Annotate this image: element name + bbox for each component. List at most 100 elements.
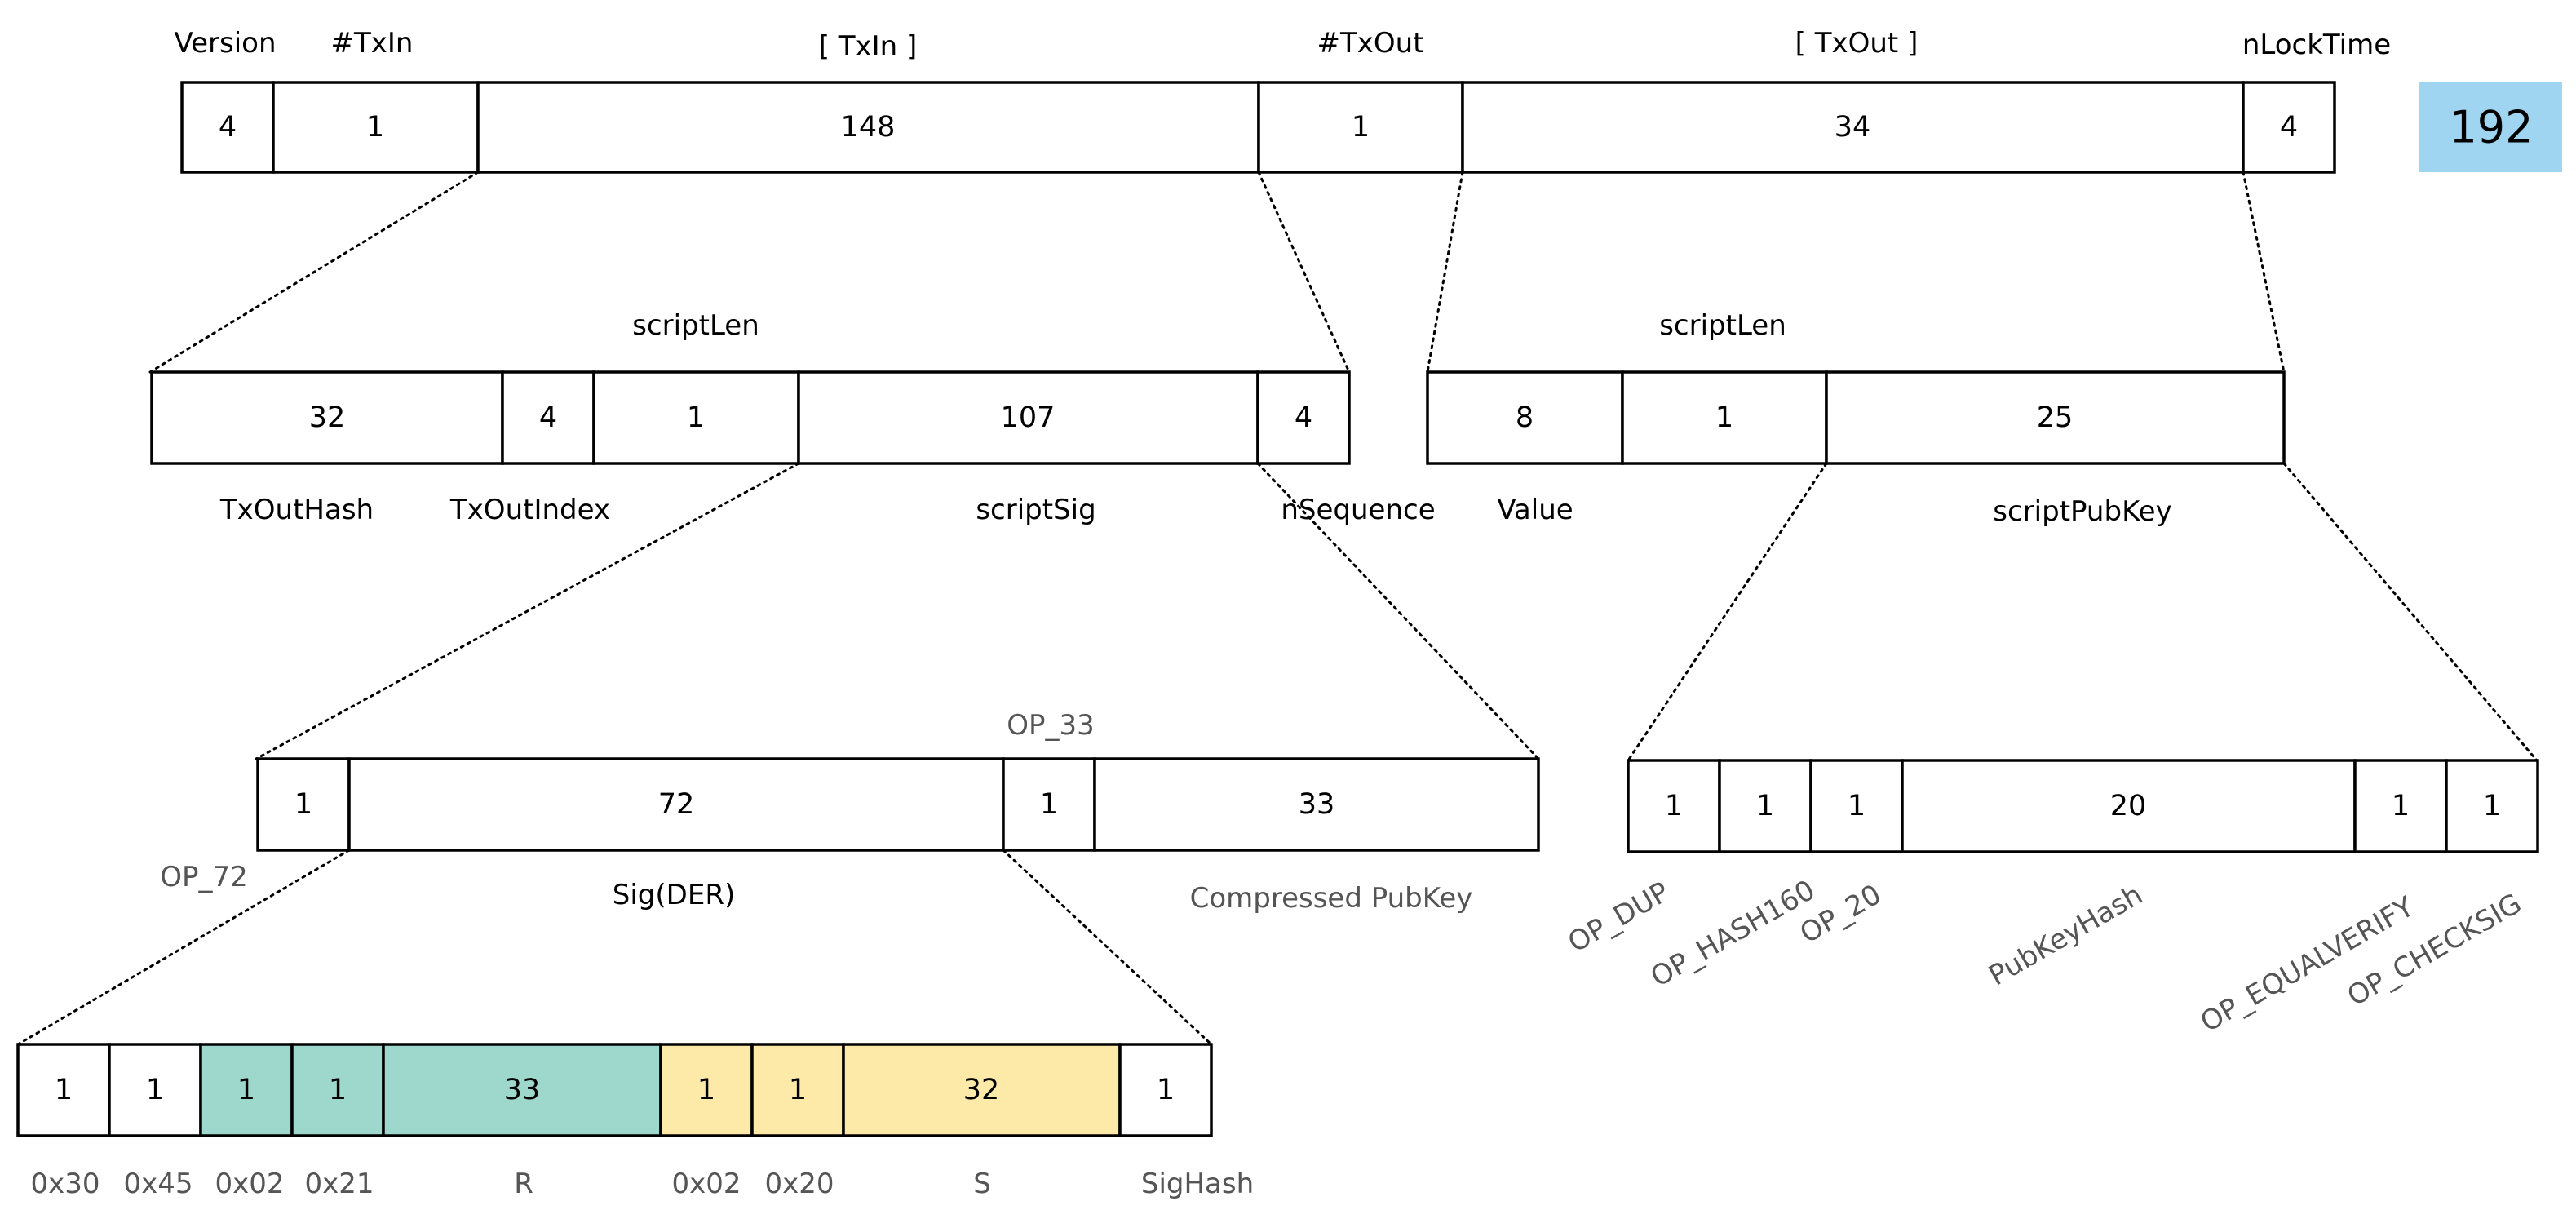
connector-scriptsig-right (1256, 462, 1540, 760)
nsequence-label: nSequence (1281, 494, 1435, 526)
scriptsig-cell (797, 370, 1259, 465)
connector-txin-left (148, 171, 480, 374)
scriptpubkey-row: 1 1 1 20 1 1 OP_DUP OP_HASH160 OP_20 Pub… (1563, 759, 2539, 1039)
der-0x02-s-label: 0x02 (671, 1168, 741, 1200)
der-signature-row: 1 1 1 1 33 1 1 32 1 0x30 0x45 0x02 0x21 … (16, 1043, 1254, 1200)
value-label: Value (1497, 494, 1573, 526)
pubkeyhash-label: PubKeyHash (1983, 879, 2148, 993)
txin-count-cell (272, 81, 480, 174)
nsequence-cell (1256, 370, 1351, 465)
connector-txin-right (1257, 171, 1351, 374)
txin-list-label: [ TxIn ] (819, 30, 918, 63)
txout-count-label: #TxOut (1317, 27, 1423, 60)
txin-list-cell (476, 81, 1260, 174)
nlocktime-cell (2242, 81, 2336, 174)
op-checksig-label: OP_CHECKSIG (2342, 887, 2527, 1013)
op-20-size: 1 (1848, 790, 1866, 822)
der-0x21-label: 0x21 (304, 1168, 374, 1200)
txin-scriptlen-cell (592, 370, 800, 465)
der-sighash-size: 1 (1157, 1074, 1175, 1106)
der-sighash-cell (1118, 1043, 1213, 1137)
compressed-pubkey-size: 33 (1299, 788, 1335, 821)
txin-scriptlen-label: scriptLen (632, 309, 759, 342)
nlocktime-size: 4 (2280, 111, 2298, 144)
txoutindex-label: TxOutIndex (449, 494, 610, 526)
txout-list-size: 34 (1835, 111, 1871, 144)
txin-count-label: #TxIn (331, 27, 414, 60)
op-dup-cell (1627, 759, 1721, 853)
connector-txout-left (1426, 171, 1464, 374)
der-0x45-size: 1 (146, 1074, 164, 1106)
der-r-marker-size: 1 (237, 1074, 255, 1106)
der-r-cell (382, 1043, 662, 1137)
der-0x45-label: 0x45 (123, 1168, 193, 1200)
version-cell (180, 81, 275, 174)
op-hash160-label: OP_HASH160 (1645, 874, 1821, 994)
transaction-row: Version #TxIn [ TxIn ] #TxOut [ TxOut ] … (174, 27, 2562, 174)
der-0x20-label: 0x20 (764, 1168, 834, 1200)
scriptsig-label: scriptSig (976, 494, 1095, 526)
pubkeyhash-cell (1901, 759, 2357, 853)
scriptpubkey-cell (1825, 370, 2286, 465)
der-sighash-label: SigHash (1141, 1168, 1254, 1200)
txoutindex-size: 4 (539, 401, 557, 434)
der-s-marker-size: 1 (697, 1074, 715, 1106)
txout-count-size: 1 (1352, 111, 1370, 144)
op-equalverify-cell (2353, 759, 2448, 853)
sig-der-label: Sig(DER) (613, 879, 735, 911)
der-0x45-cell (108, 1043, 202, 1137)
total-size-box (2419, 82, 2562, 172)
op33-label: OP_33 (1007, 709, 1095, 742)
der-s-cell (842, 1043, 1122, 1137)
scriptpubkey-size: 25 (2037, 401, 2074, 434)
der-0x30-label: 0x30 (30, 1168, 100, 1200)
connector-sig-right (1002, 849, 1213, 1046)
txin-count-size: 1 (366, 111, 384, 144)
op-checksig-size: 1 (2483, 790, 2501, 822)
op33-size: 1 (1040, 788, 1058, 821)
nlocktime-label: nLockTime (2242, 29, 2391, 61)
scriptsig-size: 107 (1001, 401, 1056, 434)
compressed-pubkey-cell (1093, 757, 1540, 852)
connector-txout-right (2242, 171, 2286, 374)
value-cell (1426, 370, 1624, 465)
scriptsig-row: OP_33 1 72 1 33 OP_72 Sig(DER) Compresse… (160, 709, 1540, 915)
version-label: Version (174, 27, 276, 60)
der-s-length-size: 1 (789, 1074, 807, 1106)
version-size: 4 (219, 111, 237, 144)
op33-cell (1002, 757, 1096, 852)
scriptpubkey-label: scriptPubKey (1993, 495, 2171, 528)
txin-row: scriptLen 32 4 1 107 4 TxOutHash TxOutIn… (150, 309, 1436, 526)
op-dup-label: OP_DUP (1563, 875, 1675, 960)
txout-row: scriptLen 8 1 25 Value scriptPubKey (1426, 309, 2286, 528)
der-s-marker-cell (659, 1043, 754, 1137)
txin-scriptlen-size: 1 (687, 401, 705, 434)
txouthash-size: 32 (309, 401, 346, 434)
der-0x30-size: 1 (55, 1074, 73, 1106)
nsequence-size: 4 (1295, 401, 1312, 434)
op-checksig-cell (2445, 759, 2539, 853)
txin-list-size: 148 (841, 111, 896, 144)
op-hash160-size: 1 (1756, 790, 1774, 822)
op-equalverify-size: 1 (2392, 790, 2410, 822)
sig-der-size: 72 (658, 788, 695, 821)
txout-scriptlen-cell (1621, 370, 1828, 465)
op-dup-size: 1 (1665, 790, 1683, 822)
connector-scriptpubkey-right (2282, 462, 2538, 762)
connector-scriptsig-left (255, 462, 800, 760)
der-r-length-size: 1 (329, 1074, 347, 1106)
der-s-label: S (973, 1168, 991, 1200)
txouthash-label: TxOutHash (219, 494, 374, 526)
op72-label: OP_72 (160, 861, 248, 893)
der-r-size: 33 (504, 1074, 541, 1106)
sig-der-cell (347, 757, 1005, 852)
txout-scriptlen-label: scriptLen (1659, 309, 1786, 342)
der-s-size: 32 (963, 1074, 1000, 1106)
pubkeyhash-size: 20 (2110, 790, 2147, 822)
der-r-label: R (514, 1168, 533, 1200)
value-size: 8 (1516, 401, 1534, 434)
total-size: 192 (2449, 102, 2533, 153)
der-s-length-cell (750, 1043, 845, 1137)
op72-size: 1 (294, 788, 312, 821)
